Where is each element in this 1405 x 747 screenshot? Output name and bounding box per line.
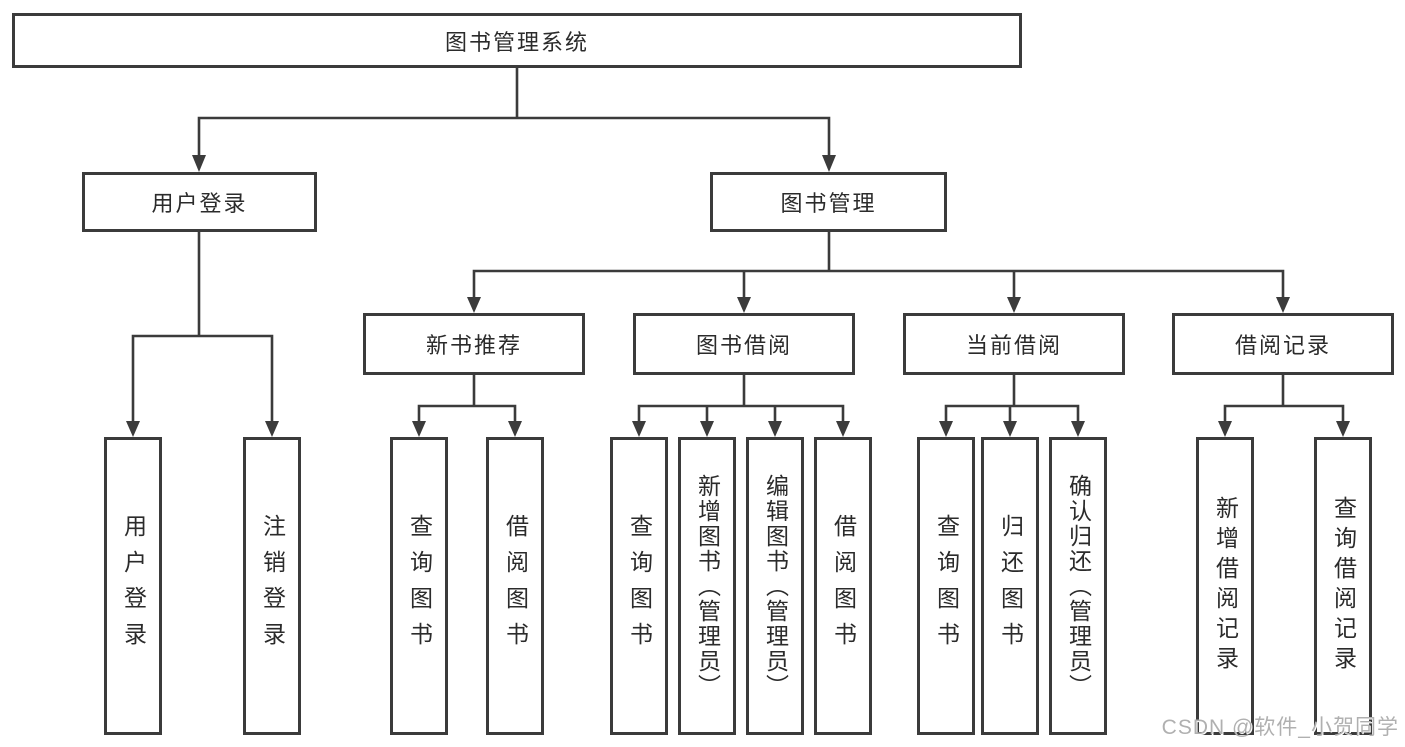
node-current-borrowing: 当前借阅 — [903, 313, 1125, 375]
leaf-query-books-recommend-label: 查询图书 — [406, 514, 433, 658]
node-borrow-records-label: 借阅记录 — [1234, 333, 1331, 358]
leaf-query-books-current-label: 查询图书 — [933, 514, 960, 658]
leaf-logout: 注销登录 — [243, 437, 301, 735]
leaf-user-login-label: 用户登录 — [120, 514, 147, 658]
leaf-edit-books-admin-label: 编辑图书（管理员） — [762, 473, 789, 699]
leaf-logout-label: 注销登录 — [259, 514, 286, 658]
leaf-query-books-current: 查询图书 — [917, 437, 975, 735]
node-book-management: 图书管理 — [710, 172, 947, 232]
node-book-borrowing: 图书借阅 — [633, 313, 855, 375]
node-book-management-label: 图书管理 — [780, 191, 877, 216]
leaf-borrow-books-recommend-label: 借阅图书 — [502, 514, 529, 658]
leaf-borrow-books-borrowing: 借阅图书 — [814, 437, 872, 735]
leaf-add-borrow-record: 新增借阅记录 — [1196, 437, 1254, 735]
leaf-return-books-label: 归还图书 — [997, 514, 1024, 658]
leaf-edit-books-admin: 编辑图书（管理员） — [746, 437, 804, 735]
leaf-query-borrow-record-label: 查询借阅记录 — [1330, 496, 1357, 676]
leaf-borrow-books-borrowing-label: 借阅图书 — [830, 514, 857, 658]
leaf-query-books-recommend: 查询图书 — [390, 437, 448, 735]
watermark-text: CSDN @软件_小贺同学 — [1161, 716, 1399, 739]
leaf-confirm-return-admin-label: 确认归还（管理员） — [1065, 473, 1092, 699]
leaf-add-borrow-record-label: 新增借阅记录 — [1212, 496, 1239, 676]
leaf-add-books-admin: 新增图书（管理员） — [678, 437, 736, 735]
leaf-confirm-return-admin: 确认归还（管理员） — [1049, 437, 1107, 735]
node-root: 图书管理系统 — [12, 13, 1022, 68]
node-root-label: 图书管理系统 — [444, 29, 589, 55]
node-new-book-recommend: 新书推荐 — [363, 313, 585, 375]
leaf-query-borrow-record: 查询借阅记录 — [1314, 437, 1372, 735]
node-new-book-recommend-label: 新书推荐 — [425, 333, 522, 358]
leaf-query-books-borrowing-label: 查询图书 — [626, 514, 653, 658]
leaf-user-login: 用户登录 — [104, 437, 162, 735]
node-book-borrowing-label: 图书借阅 — [695, 333, 792, 358]
node-borrow-records: 借阅记录 — [1172, 313, 1394, 375]
node-user-login-label: 用户登录 — [151, 191, 248, 216]
node-current-borrowing-label: 当前借阅 — [965, 333, 1062, 358]
leaf-query-books-borrowing: 查询图书 — [610, 437, 668, 735]
leaf-return-books: 归还图书 — [981, 437, 1039, 735]
leaf-borrow-books-recommend: 借阅图书 — [486, 437, 544, 735]
node-user-login: 用户登录 — [82, 172, 317, 232]
leaf-add-books-admin-label: 新增图书（管理员） — [694, 473, 721, 699]
